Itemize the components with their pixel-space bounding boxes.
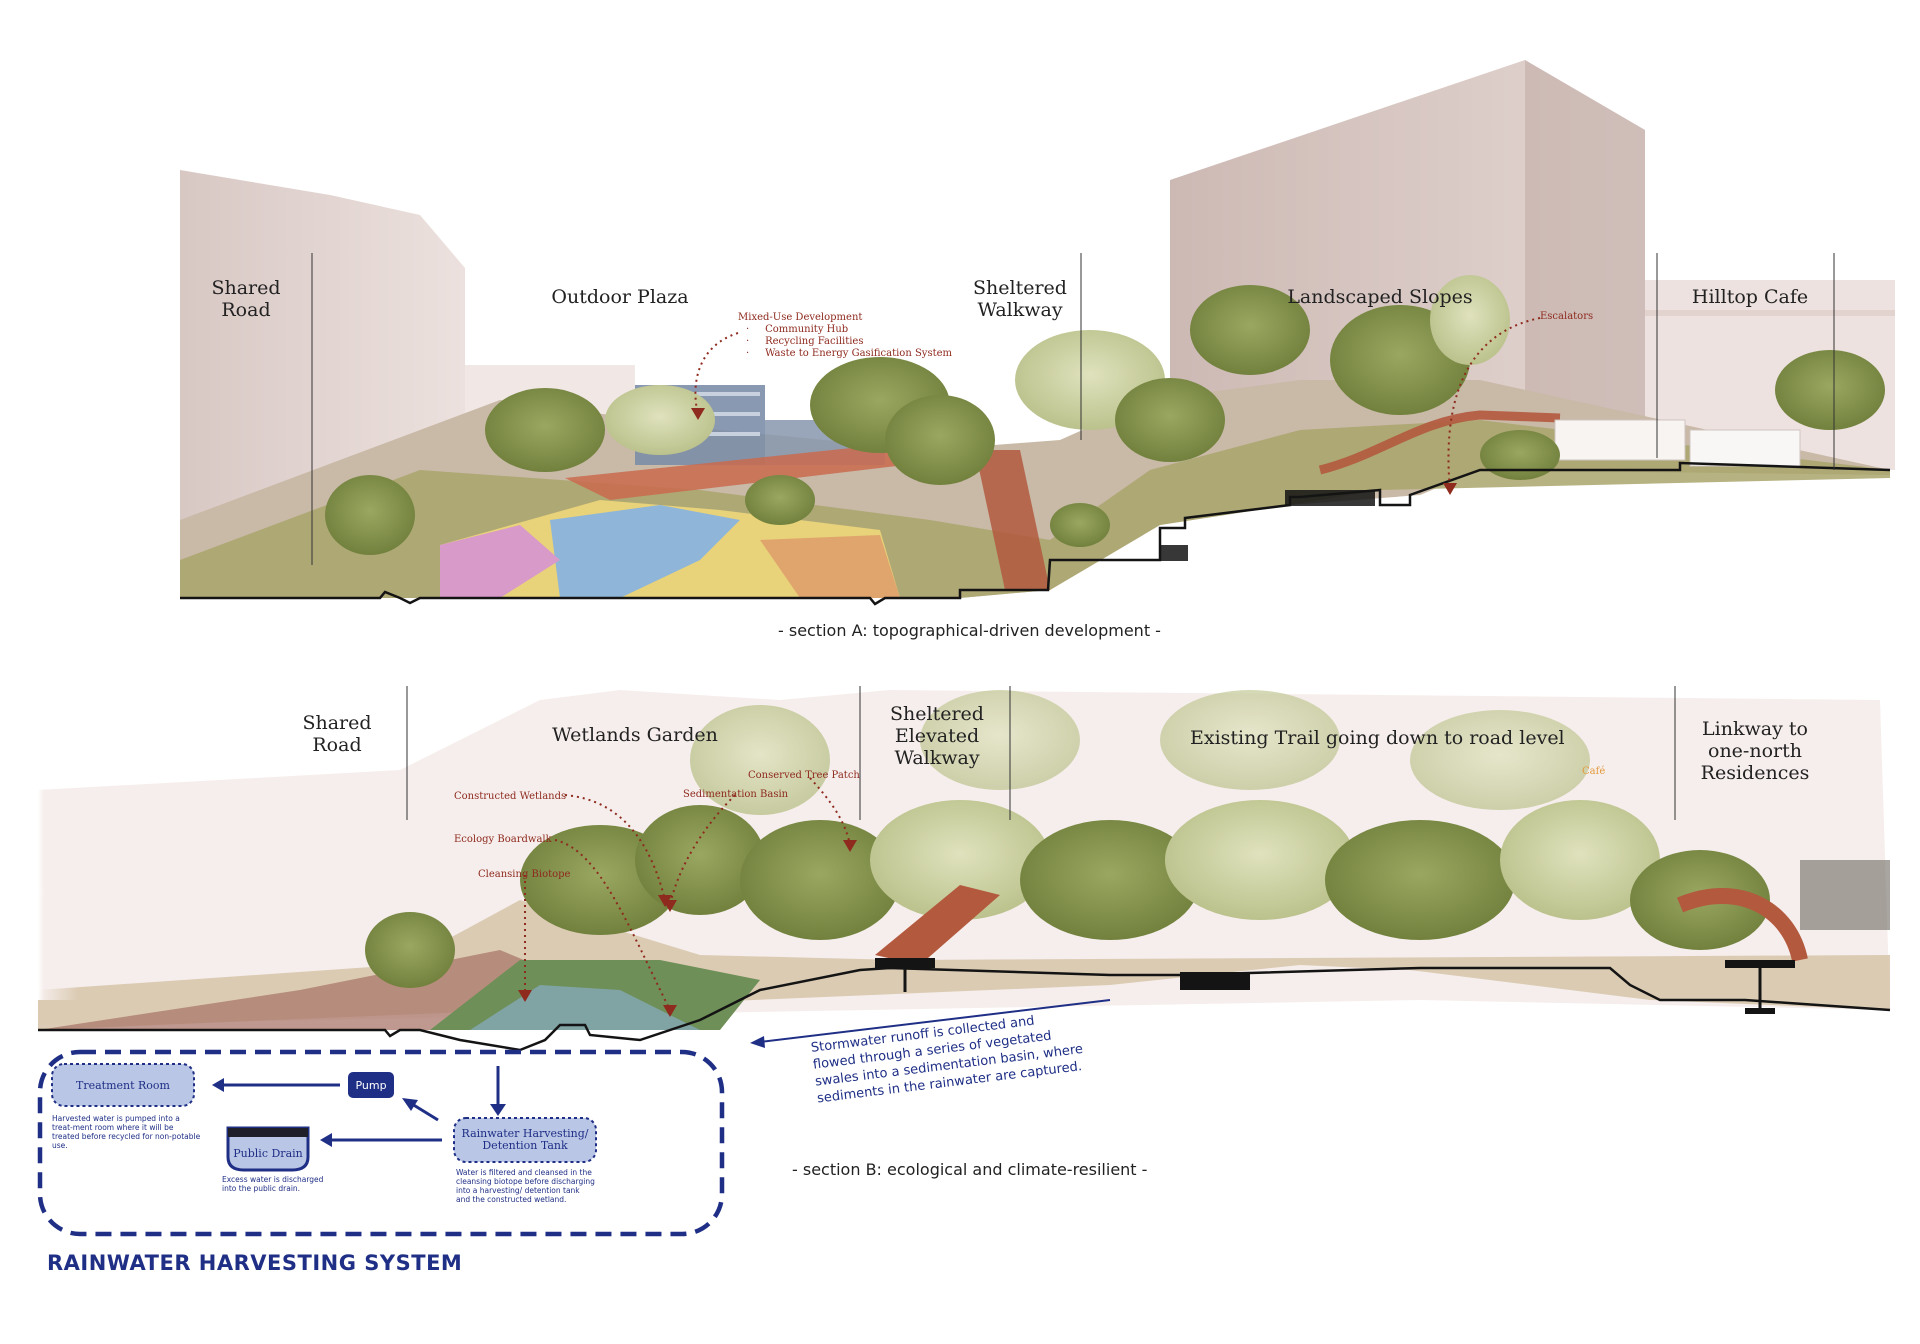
- section-a-arrowheads: [691, 408, 1457, 495]
- zone-label-sheltered-walkway: Sheltered Walkway: [973, 277, 1067, 321]
- annotation-escalators: Escalators: [1540, 311, 1594, 322]
- zone-label-existing-trail: Existing Trail going down to road level: [1190, 727, 1565, 749]
- annotation-ecology-boardwalk: Ecology Boardwalk: [454, 834, 552, 845]
- annotation-mixed-use-list: · Community Hub · Recycling Facilities ·…: [738, 324, 952, 360]
- treatment-room-box: Treatment Room: [76, 1078, 170, 1092]
- zone-label-wetlands-garden: Wetlands Garden: [552, 724, 718, 746]
- list-item: · Recycling Facilities: [746, 336, 864, 347]
- zone-label-outdoor-plaza: Outdoor Plaza: [551, 286, 689, 308]
- public-drain-box: Public Drain: [233, 1147, 303, 1160]
- list-item: · Community Hub: [746, 324, 849, 335]
- zone-label-shared-road-a: Shared Road: [211, 277, 281, 321]
- treatment-note: Harvested water is pumped into a treat-m…: [52, 1114, 201, 1150]
- zone-label-landscaped-slopes: Landscaped Slopes: [1287, 286, 1473, 308]
- section-a-dividers: [311, 253, 1835, 565]
- annotation-conserved-tree-patch: Conserved Tree Patch: [748, 770, 860, 781]
- list-item: · Waste to Energy Gasification System: [746, 348, 953, 359]
- section-b-ground-line: [38, 958, 1891, 1052]
- zone-label-sheltered-elevated-walkway: Sheltered Elevated Walkway: [890, 703, 984, 769]
- annotation-mixed-use-title: Mixed-Use Development: [738, 312, 863, 323]
- section-b-landscape: [38, 690, 1890, 1030]
- zone-label-shared-road-b: Shared Road: [302, 712, 372, 756]
- pump-box: Pump: [355, 1078, 387, 1092]
- annotation-cafe: Café: [1582, 766, 1606, 777]
- section-a-ground-line: [180, 461, 1891, 606]
- zone-label-hilltop-cafe: Hilltop Cafe: [1691, 286, 1809, 308]
- tank-note: Water is filtered and cleansed in the cl…: [456, 1168, 595, 1204]
- section-b-annotation-arrows: [524, 777, 851, 1011]
- drain-note: Excess water is discharged into the publ…: [222, 1175, 324, 1193]
- stormwater-arrow: [750, 999, 1111, 1048]
- annotation-constructed-wetlands: Constructed Wetlands: [454, 791, 567, 802]
- annotation-cleansing-biotope: Cleansing Biotope: [478, 869, 571, 880]
- caption-section-a: - section A: topographical-driven develo…: [778, 621, 1161, 640]
- rainwater-system-diagram: [37, 1049, 725, 1237]
- section-b-dividers: [406, 686, 1676, 820]
- annotation-sedimentation-basin: Sedimentation Basin: [683, 789, 789, 800]
- detention-tank-box: Rainwater Harvesting/ Detention Tank: [461, 1127, 589, 1152]
- caption-section-b: - section B: ecological and climate-resi…: [792, 1160, 1148, 1179]
- rainwater-system-title: RAINWATER HARVESTING SYSTEM: [47, 1251, 463, 1275]
- section-b-arrowheads: [518, 840, 857, 1017]
- section-a-annotation-arrows: [694, 317, 1541, 491]
- zone-label-linkway: Linkway to one-north Residences: [1700, 718, 1810, 784]
